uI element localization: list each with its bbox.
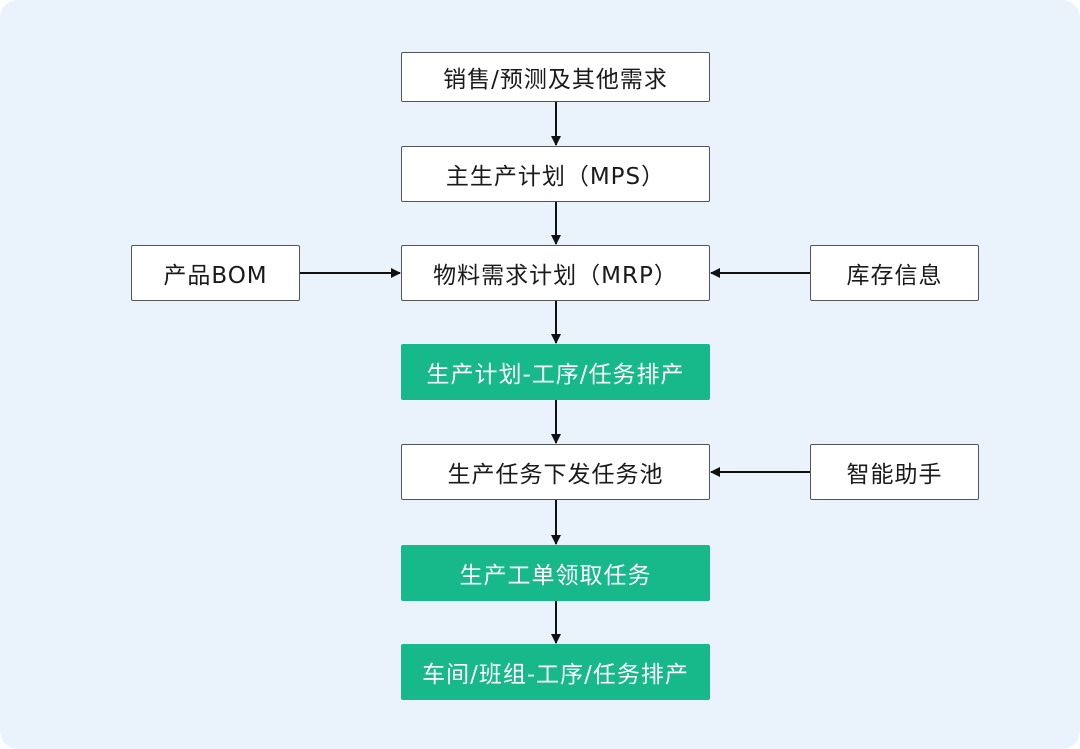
node-process-schedule: 生产计划-工序/任务排产 bbox=[401, 344, 710, 400]
node-mps: 主生产计划（MPS） bbox=[401, 146, 710, 202]
node-inventory-info: 库存信息 bbox=[810, 245, 979, 301]
node-mrp: 物料需求计划（MRP） bbox=[401, 245, 710, 301]
node-product-bom: 产品BOM bbox=[131, 245, 300, 301]
node-smart-assistant: 智能助手 bbox=[810, 444, 979, 500]
node-sales-demand: 销售/预测及其他需求 bbox=[401, 52, 710, 102]
node-workshop-schedule: 车间/班组-工序/任务排产 bbox=[401, 644, 710, 700]
node-task-pool: 生产任务下发任务池 bbox=[401, 444, 710, 500]
node-work-order: 生产工单领取任务 bbox=[401, 545, 710, 601]
